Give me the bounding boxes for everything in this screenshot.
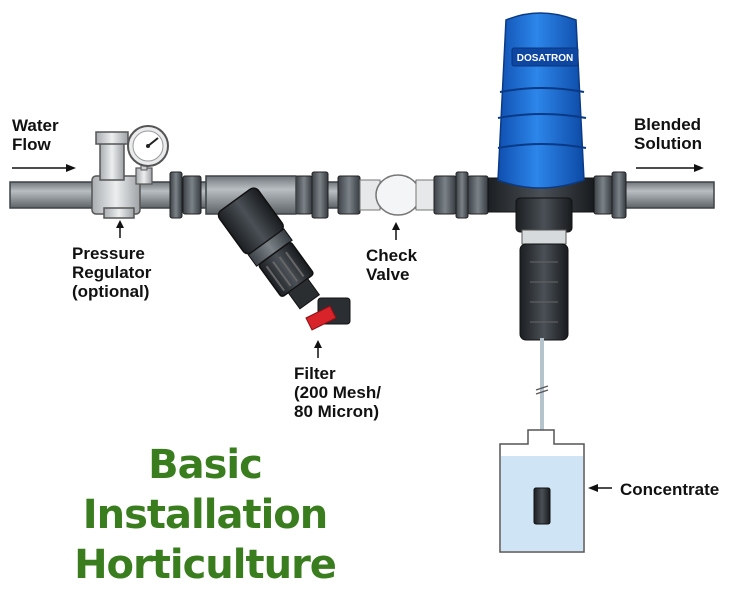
blended-solution-line-1: Blended — [634, 115, 702, 134]
pressure-regulator-line-2: Regulator — [72, 263, 152, 282]
blended-solution-arrow-icon — [636, 164, 704, 172]
check-valve-line-1: Check — [366, 246, 418, 265]
red-handle-icon — [305, 305, 337, 331]
title-line-2: Horticulture — [74, 542, 337, 588]
check-valve — [337, 174, 457, 216]
dosatron-unit: DOSATRON — [487, 12, 595, 341]
concentrate-label: Concentrate — [620, 480, 719, 499]
filter-line-2: (200 Mesh/ — [294, 383, 381, 402]
water-flow-line-1: Water — [12, 116, 59, 135]
union-fitting — [593, 171, 627, 219]
regulator-pointer-arrow-icon — [116, 220, 124, 238]
check-valve-label: Check Valve — [366, 246, 417, 284]
concentrate-text: Concentrate — [620, 480, 720, 499]
pressure-regulator — [91, 131, 153, 219]
filter-pointer-arrow-icon — [314, 340, 322, 358]
pressure-regulator-line-3: (optional) — [72, 282, 150, 301]
check-valve-pointer-arrow-icon — [392, 222, 400, 240]
concentrate-pointer-arrow-icon — [588, 484, 612, 492]
y-filter — [205, 175, 351, 331]
check-valve-line-2: Valve — [366, 265, 410, 284]
strainer-icon — [533, 487, 551, 525]
diagram-title: Basic Installation Horticulture — [40, 440, 370, 590]
pressure-gauge-icon — [127, 125, 169, 167]
water-flow-line-2: Flow — [12, 135, 51, 154]
blended-solution-label: Blended Solution — [634, 115, 702, 153]
installation-diagram: DOSATRON — [9, 12, 715, 553]
filter-line-3: 80 Micron) — [294, 402, 380, 421]
brand-logo: DOSATRON — [517, 53, 573, 64]
pressure-regulator-label: Pressure Regulator (optional) — [72, 244, 151, 301]
union-fitting — [295, 171, 329, 219]
filter-label: Filter (200 Mesh/ 80 Micron) — [294, 364, 381, 421]
blended-solution-line-2: Solution — [634, 134, 702, 153]
water-flow-arrow-icon — [12, 164, 76, 172]
water-flow-label: Water Flow — [12, 116, 59, 154]
union-fitting — [169, 171, 202, 219]
filter-line-1: Filter — [294, 364, 336, 383]
concentrate-container — [499, 429, 585, 553]
pressure-regulator-line-1: Pressure — [72, 244, 145, 263]
union-fitting — [455, 171, 489, 219]
title-line-1: Basic Installation — [82, 442, 328, 538]
